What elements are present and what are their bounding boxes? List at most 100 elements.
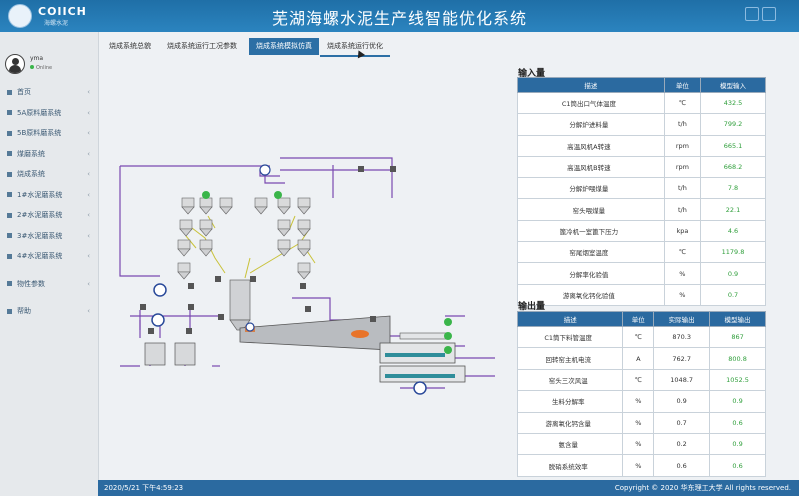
output-model: 0.9 bbox=[709, 390, 766, 413]
left-cyclone-tower bbox=[177, 197, 233, 280]
help-icon bbox=[7, 308, 12, 314]
clinker-cooler bbox=[379, 332, 466, 383]
sidebar: yma Online 首页‹ 5A原料磨系统‹ 5B原料磨系统‹ 煤磨系统‹ 烧… bbox=[0, 32, 99, 496]
bar-chart-icon bbox=[7, 151, 12, 156]
footer: 2020/5/21 下午4:59:23 Copyright © 2020 华东理… bbox=[98, 480, 799, 496]
app-title: 芜湖海螺水泥生产线智能优化系统 bbox=[271, 9, 527, 28]
input-desc: 游离氧化钙化验值 bbox=[517, 283, 665, 306]
footer-copyright: Copyright © 2020 华东理工大学 All rights reser… bbox=[614, 484, 791, 492]
sidebar-item-label: 烧成系统 bbox=[17, 170, 45, 178]
online-dot-icon bbox=[30, 65, 34, 69]
sidebar-item-label: 5B原料磨系统 bbox=[17, 129, 62, 137]
sidebar-item-cement-mill-1[interactable]: 1#水泥磨系统 ‹ bbox=[0, 185, 98, 206]
valve-icons bbox=[140, 166, 396, 334]
status-indicator-icons bbox=[202, 191, 452, 354]
sidebar-item-label: 帮助 bbox=[17, 307, 31, 315]
user-status-text: Online bbox=[36, 65, 53, 71]
sidebar-item-home[interactable]: 首页‹ bbox=[0, 82, 98, 103]
output-desc: C1筒下料管温度 bbox=[516, 325, 624, 349]
input-desc: 分解炉喂煤量 bbox=[517, 177, 665, 200]
input-value[interactable]: 0.7 bbox=[699, 283, 767, 306]
tab-bar: 烧成系统总貌 烧成系统运行工况参数 烧成系统模拟仿真 烧成系统运行优化 bbox=[99, 36, 799, 58]
input-value[interactable]: 668.2 bbox=[699, 155, 767, 179]
output-header-actual: 实际输出 bbox=[653, 311, 711, 327]
output-unit: % bbox=[622, 432, 655, 456]
input-unit: kpa bbox=[663, 219, 701, 243]
input-unit: t/h bbox=[663, 177, 701, 200]
logo-text: COIICH bbox=[38, 5, 87, 18]
sidebar-item-5a-raw-mill[interactable]: 5A原料磨系统‹ bbox=[0, 103, 98, 124]
bar-chart-icon bbox=[7, 89, 12, 95]
input-desc: 分解炉进料量 bbox=[517, 113, 665, 136]
chevron-left-icon: ‹ bbox=[87, 170, 90, 178]
sidebar-item-label: 1#水泥磨系统 bbox=[17, 190, 63, 199]
input-desc: 高温风机A转速 bbox=[517, 134, 665, 157]
bar-chart-icon bbox=[7, 192, 12, 197]
input-value[interactable]: 7.8 bbox=[699, 177, 767, 200]
sidebar-item-kiln[interactable]: 烧成系统 ‹ bbox=[0, 164, 98, 185]
input-desc: 窑尾烟室温度 bbox=[517, 241, 665, 264]
sidebar-item-physical-params[interactable]: 物性参数‹ bbox=[0, 274, 98, 295]
bar-chart-icon bbox=[7, 130, 12, 136]
window-control-button[interactable] bbox=[745, 7, 759, 21]
top-bar: COIICH 海螺水泥 芜湖海螺水泥生产线智能优化系统 bbox=[0, 0, 799, 32]
kiln-inlet-pipe bbox=[292, 297, 350, 321]
input-value[interactable]: 799.2 bbox=[699, 113, 767, 136]
output-actual: 0.2 bbox=[653, 432, 711, 456]
chevron-left-icon: ‹ bbox=[87, 252, 90, 260]
output-header-unit: 单位 bbox=[622, 311, 655, 327]
output-actual: 0.6 bbox=[653, 454, 711, 477]
window-control-button-2[interactable] bbox=[762, 7, 776, 21]
calciner bbox=[229, 279, 251, 331]
gas-pipe-top-right bbox=[280, 169, 393, 198]
output-header-desc: 描述 bbox=[516, 311, 624, 327]
logo-emblem-icon bbox=[8, 4, 32, 28]
output-desc: 生料分解率 bbox=[516, 390, 624, 413]
tab-kiln-overview[interactable]: 烧成系统总貌 bbox=[109, 42, 151, 50]
input-desc: 窑头喂煤量 bbox=[517, 198, 665, 221]
bar-chart-icon bbox=[7, 171, 12, 177]
input-value[interactable]: 665.1 bbox=[699, 134, 767, 157]
output-desc: 氨含量 bbox=[516, 432, 624, 456]
input-desc: 篦冷机一室篦下压力 bbox=[517, 219, 665, 243]
input-value[interactable]: 22.1 bbox=[699, 198, 767, 221]
input-unit: t/h bbox=[663, 113, 701, 136]
input-value[interactable]: 4.6 bbox=[699, 219, 767, 243]
tab-kiln-simulation[interactable]: 烧成系统模拟仿真 bbox=[249, 38, 319, 55]
sidebar-item-cement-mill-4[interactable]: 4#水泥磨系统‹ bbox=[0, 246, 98, 267]
bar-chart-icon bbox=[7, 233, 12, 238]
user-name: yma bbox=[30, 55, 44, 62]
output-unit: ℃ bbox=[622, 325, 655, 349]
avatar[interactable] bbox=[5, 54, 25, 74]
input-unit: % bbox=[663, 283, 701, 306]
sidebar-item-5b-raw-mill[interactable]: 5B原料磨系统‹ bbox=[0, 123, 98, 144]
sidebar-item-coal-mill[interactable]: 煤磨系统‹ bbox=[0, 144, 98, 165]
sidebar-item-help[interactable]: 帮助‹ bbox=[0, 301, 98, 322]
bar-chart-icon bbox=[7, 110, 12, 115]
sidebar-item-cement-mill-2[interactable]: 2#水泥磨系统‹ bbox=[0, 205, 98, 226]
output-desc: 脱硝系统效率 bbox=[516, 454, 624, 477]
chevron-left-icon: ‹ bbox=[87, 190, 90, 199]
bar-chart-icon bbox=[7, 253, 12, 259]
input-value[interactable]: 1179.8 bbox=[699, 241, 767, 264]
sidebar-item-label: 2#水泥磨系统 bbox=[17, 211, 63, 219]
gear-icon bbox=[7, 281, 12, 286]
input-desc: C1筒出口气体温度 bbox=[517, 91, 665, 115]
input-header-model: 模型输入 bbox=[699, 77, 767, 93]
input-value[interactable]: 432.5 bbox=[699, 91, 767, 115]
tab-kiln-operating-params[interactable]: 烧成系统运行工况参数 bbox=[167, 42, 237, 50]
tab-kiln-optimization[interactable]: 烧成系统运行优化 bbox=[320, 38, 390, 57]
input-value[interactable]: 0.9 bbox=[699, 262, 767, 285]
sidebar-item-cement-mill-3[interactable]: 3#水泥磨系统‹ bbox=[0, 226, 98, 247]
